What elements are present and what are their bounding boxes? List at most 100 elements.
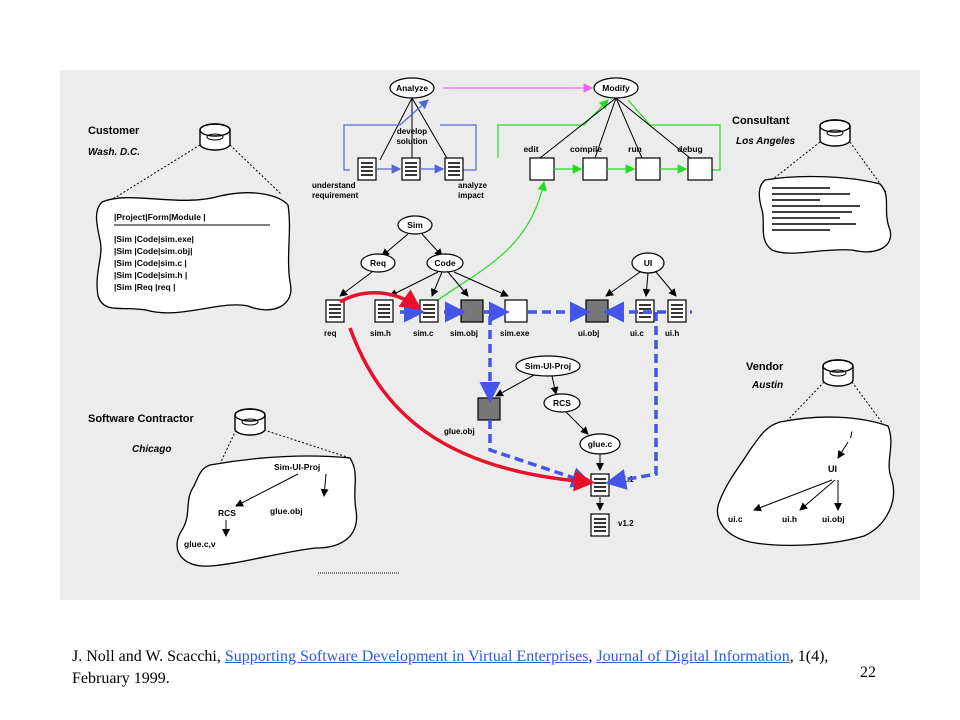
customer-table-row: |Sim |Req |req | [114, 282, 175, 292]
consultant-site: Consultant Los Angeles [732, 115, 892, 254]
develop-doc-icon [401, 157, 421, 181]
code-node-label: Code [434, 258, 456, 268]
customer-database-icon [199, 123, 231, 151]
consultant-database-icon [819, 119, 851, 147]
sim-label: Sim [407, 220, 423, 230]
code-node [426, 253, 464, 273]
version-v12-label: v1.2 [618, 519, 634, 528]
contractor-site: Software Contractor Chicago Sim-UI-Proj … [88, 408, 400, 574]
step-edit-label: edit [523, 144, 538, 154]
customer-site: Customer Wash. D.C. |Project|Form|Module… [88, 123, 292, 314]
citation-tail: , 1(4), February 1999. [72, 648, 829, 687]
vendor-title: Vendor [746, 361, 784, 373]
contractor-database-icon [234, 408, 266, 436]
contractor-rcs-label: RCS [218, 508, 236, 518]
contractor-cloud [176, 455, 358, 567]
artifact-sim-c-label: sim.c [413, 329, 434, 338]
rcs-node [543, 393, 581, 413]
req-node-label: Req [370, 258, 386, 268]
code-to-edit-arrow [437, 180, 548, 301]
glue-c-label: glue.c [588, 439, 613, 449]
contractor-proj-label: Sim-UI-Proj [274, 462, 320, 472]
develop-label: develop [397, 127, 427, 136]
step-run-box [635, 157, 661, 181]
page-number: 22 [860, 664, 876, 681]
analyze-impact-label: analyze [458, 181, 487, 190]
rcs-label: RCS [553, 398, 571, 408]
step-compile-box [582, 157, 608, 181]
modify-loop-arrow [497, 99, 609, 158]
citation-separator: , [588, 648, 597, 665]
journal-link[interactable]: Journal of Digital Information [596, 648, 790, 665]
sim-obj-box [460, 299, 484, 323]
citation-caption: J. Noll and W. Scacchi, Supporting Softw… [72, 646, 842, 690]
step-compile-label: compile [570, 144, 602, 154]
contractor-glue-cv-label: glue.c,v [184, 539, 216, 549]
requirement-path [339, 289, 595, 492]
req-node [360, 253, 396, 273]
vendor-ui-label: UI [828, 464, 837, 474]
vendor-site: Vendor Austin / UI ui.c ui.h ui.obj [716, 359, 895, 547]
sim-c-doc-icon [419, 299, 439, 323]
ui-h-doc-icon [667, 299, 687, 323]
vendor-root-label: / [850, 430, 853, 440]
sim-ui-proj-label: Sim-UI-Proj [525, 361, 571, 371]
process-model: Analyze Modify develop solution understa… [312, 77, 721, 301]
vendor-ui-c-label: ui.c [728, 514, 743, 524]
sim-node [397, 215, 433, 235]
artifact-sim-h-label: sim.h [370, 329, 391, 338]
solution-label: solution [396, 137, 427, 146]
customer-table-row: |Sim |Code|sim.exe| [114, 234, 194, 244]
citation-authors: J. Noll and W. Scacchi, [72, 648, 225, 665]
customer-table-row: |Sim |Code|sim.obj| [114, 246, 192, 256]
sim-ui-proj-node [515, 355, 581, 377]
sim-ui-proj-tree: Sim-UI-Proj RCS glue.obj glue.c v1.1 v1.… [444, 355, 634, 537]
understand-doc-icon [357, 157, 377, 181]
vendor-database-icon [822, 359, 854, 387]
glue-obj-label: glue.obj [444, 427, 475, 436]
customer-title: Customer [88, 125, 140, 137]
ui-obj-box [585, 299, 609, 323]
customer-location: Wash. D.C. [88, 147, 140, 158]
contractor-location: Chicago [132, 444, 171, 455]
analyze-label: Analyze [396, 83, 428, 93]
customer-table-header: |Project|Form|Module | [114, 212, 206, 222]
sim-tree: Sim Req Code req sim.h sim.c sim.obj sim… [324, 215, 530, 338]
artifact-sim-exe-label: sim.exe [500, 329, 530, 338]
customer-cloud [95, 192, 292, 314]
artifact-sim-obj-label: sim.obj [450, 329, 478, 338]
modify-label: Modify [602, 83, 630, 93]
analyze-doc-icon [444, 157, 464, 181]
step-run-label: run [628, 144, 642, 154]
artifact-req-label: req [324, 329, 337, 338]
step-debug-box [687, 157, 713, 181]
sim-exe-box [504, 299, 528, 323]
consultant-notes [772, 187, 860, 231]
v11-doc-icon [590, 473, 610, 497]
v12-doc-icon [590, 513, 610, 537]
glue-obj-box [477, 397, 501, 421]
artifact-ui-h-label: ui.h [665, 329, 679, 338]
vendor-location: Austin [751, 380, 783, 391]
req-doc-icon [325, 299, 345, 323]
artifact-ui-c-label: ui.c [630, 329, 644, 338]
step-edit-box [529, 157, 555, 181]
customer-link-right [229, 144, 283, 196]
consultant-cloud [758, 175, 892, 254]
process-loop-arrow [343, 99, 429, 171]
ui-tree: UI ui.obj ui.c ui.h [578, 252, 687, 338]
consultant-location: Los Angeles [736, 136, 796, 147]
build-path [400, 301, 692, 490]
contractor-title: Software Contractor [88, 413, 194, 425]
paper-title-link[interactable]: Supporting Software Development in Virtu… [224, 648, 589, 665]
vendor-ui-h-label: ui.h [782, 514, 797, 524]
consultant-title: Consultant [732, 115, 790, 127]
collaboration-diagram: Customer Wash. D.C. |Project|Form|Module… [60, 70, 920, 600]
contractor-glue-obj-label: glue.obj [270, 506, 303, 516]
vendor-cloud [716, 416, 895, 547]
vendor-ui-obj-label: ui.obj [822, 514, 845, 524]
sim-h-doc-icon [374, 299, 394, 323]
customer-table-row: |Sim |Code|sim.h | [114, 270, 187, 280]
impact-label: impact [458, 191, 484, 200]
customer-table-row: |Sim |Code|sim.c | [114, 258, 187, 268]
